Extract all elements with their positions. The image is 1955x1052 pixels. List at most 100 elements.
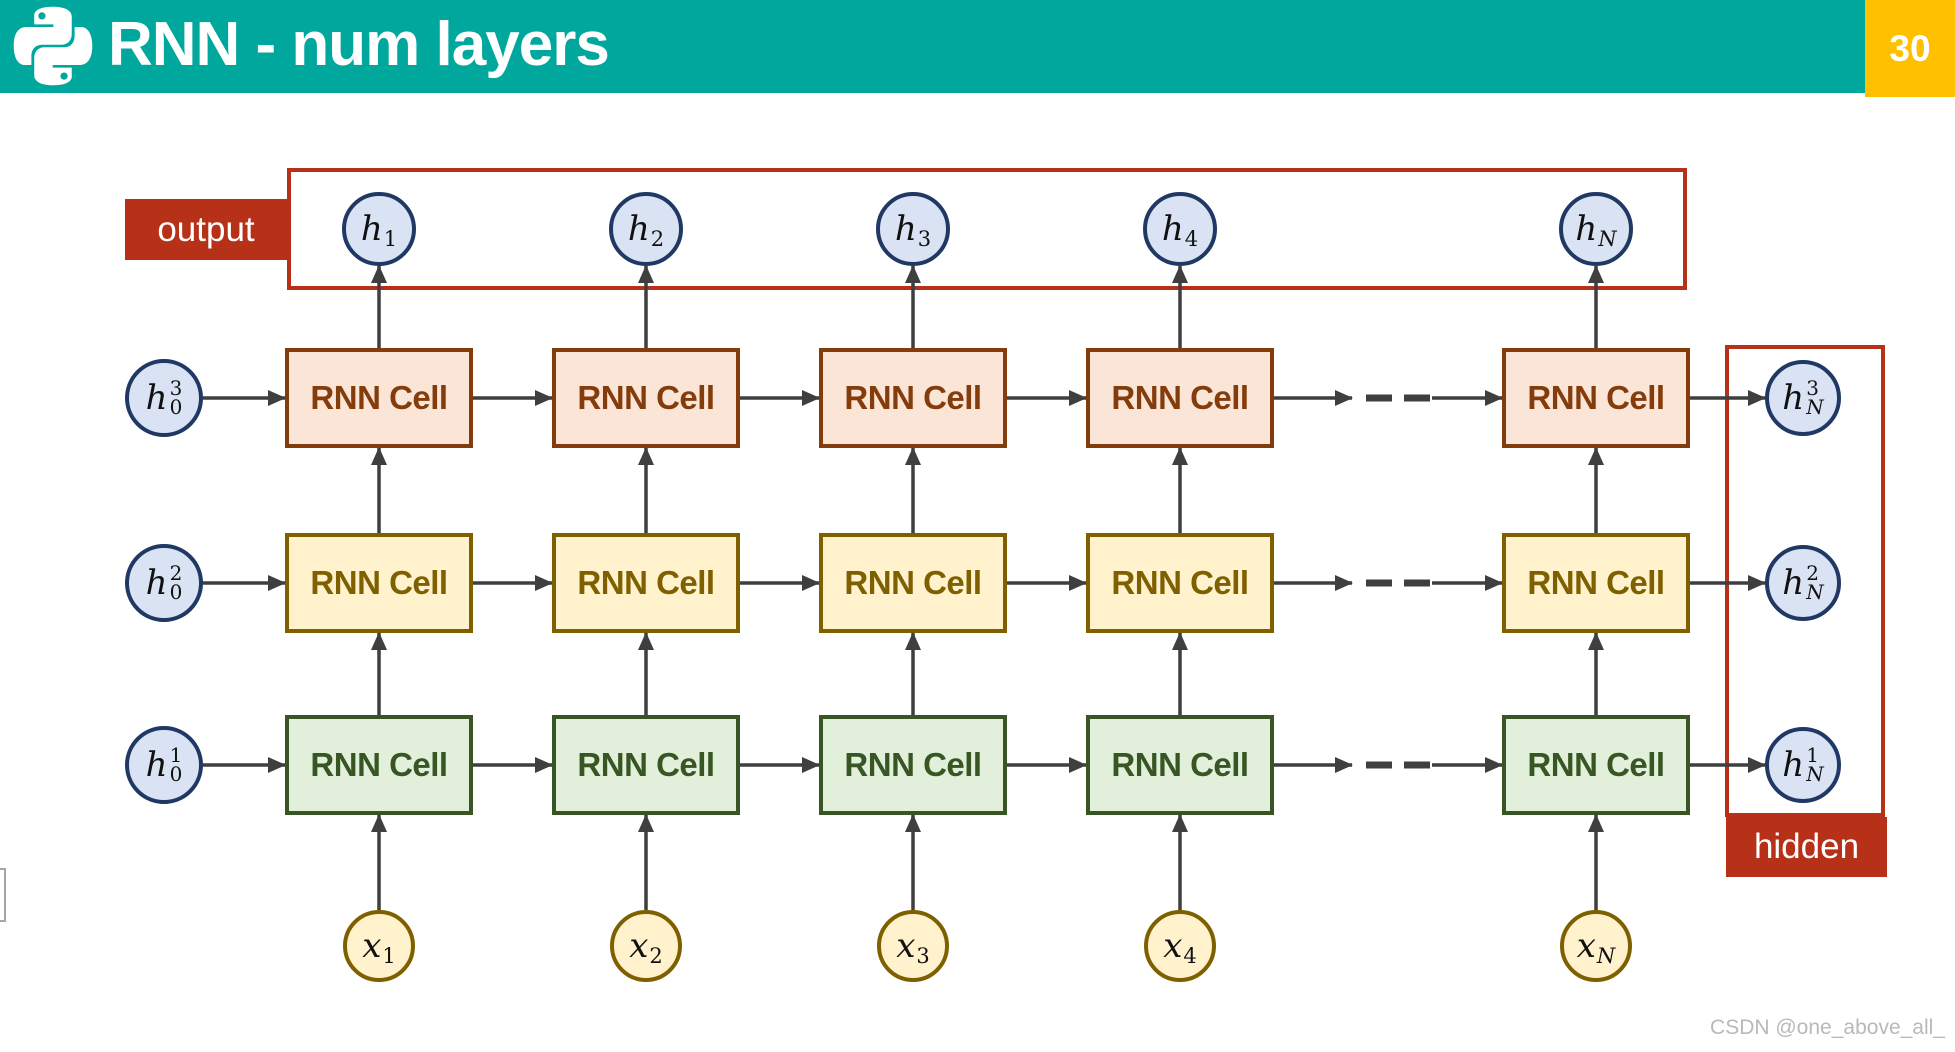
math-base: x [1576, 926, 1596, 966]
page-number-badge: 30 [1865, 0, 1955, 97]
math-sup: 1 [1806, 743, 1819, 767]
math-base: h [145, 378, 168, 418]
math-sub: N [1596, 943, 1616, 968]
rnn-cell-label: RNN Cell [844, 379, 982, 416]
math-sub: 2 [650, 226, 665, 251]
clipped-edge-box [0, 868, 6, 922]
rnn-cell-label: RNN Cell [1527, 564, 1665, 601]
rnn-cell-label: RNN Cell [1111, 564, 1249, 601]
rnn-cell-layer1-t1: RNN Cell [285, 715, 473, 815]
math-sub: 3 [916, 943, 930, 968]
rnn-cell-label: RNN Cell [1527, 746, 1665, 783]
math-sub: 0 [169, 395, 183, 419]
rnn-cell-layer1-t3: RNN Cell [819, 715, 1007, 815]
rnn-cell-layer2-tN: RNN Cell [1502, 533, 1690, 633]
rnn-cell-label: RNN Cell [844, 564, 982, 601]
math-base: x [362, 926, 382, 966]
math-sub: 2 [649, 943, 663, 968]
math-sub: 0 [169, 762, 183, 786]
math-base: h [1782, 378, 1805, 418]
math-sub: 1 [383, 226, 398, 251]
rnn-cell-label: RNN Cell [844, 746, 982, 783]
rnn-cell-layer2-t1: RNN Cell [285, 533, 473, 633]
hidden-badge: hidden [1726, 817, 1887, 877]
page-number: 30 [1889, 27, 1931, 69]
rnn-cell-label: RNN Cell [1111, 746, 1249, 783]
rnn-cell-layer1-tN: RNN Cell [1502, 715, 1690, 815]
output-badge: output [125, 199, 287, 260]
math-base: h [627, 209, 650, 249]
rnn-cell-label: RNN Cell [577, 379, 715, 416]
csdn-watermark: CSDN @one_above_all_ [1710, 1016, 1945, 1039]
rnn-cell-label: RNN Cell [310, 564, 448, 601]
rnn-cell-layer1-t2: RNN Cell [552, 715, 740, 815]
math-base: h [1161, 209, 1184, 249]
rnn-cell-label: RNN Cell [310, 746, 448, 783]
rnn-cell-label: RNN Cell [577, 564, 715, 601]
math-base: h [145, 745, 168, 785]
rnn-cell-layer3-t3: RNN Cell [819, 348, 1007, 448]
rnn-cell-label: RNN Cell [310, 379, 448, 416]
rnn-cell-label: RNN Cell [1111, 379, 1249, 416]
math-sub: N [1598, 226, 1617, 251]
math-base: h [1782, 745, 1805, 785]
math-base: h [894, 209, 917, 249]
math-base: h [145, 563, 168, 603]
math-sub: 1 [382, 943, 396, 968]
math-sup: 3 [1806, 376, 1819, 400]
rnn-cell-layer2-t4: RNN Cell [1086, 533, 1274, 633]
slide-title: RNN - num layers [108, 10, 610, 79]
math-sup: 3 [169, 376, 183, 400]
header-bar: RNN - num layers [0, 0, 1955, 93]
output-frame [287, 168, 1687, 290]
math-base: x [896, 926, 916, 966]
math-sub: 4 [1183, 943, 1197, 968]
math-base: x [1163, 926, 1183, 966]
math-base: h [360, 209, 383, 249]
math-sub: 0 [169, 580, 183, 604]
math-sup: 2 [1806, 561, 1819, 585]
math-sub: N [1806, 395, 1824, 419]
rnn-cell-layer3-tN: RNN Cell [1502, 348, 1690, 448]
math-sup: 1 [169, 743, 183, 767]
rnn-cell-label: RNN Cell [577, 746, 715, 783]
rnn-cell-layer3-t2: RNN Cell [552, 348, 740, 448]
math-base: x [629, 926, 649, 966]
rnn-cell-layer3-t4: RNN Cell [1086, 348, 1274, 448]
python-logo-icon [13, 6, 93, 86]
math-sub: N [1806, 580, 1824, 604]
math-sub: 4 [1184, 226, 1199, 251]
rnn-cell-layer2-t3: RNN Cell [819, 533, 1007, 633]
math-sup: 2 [169, 561, 183, 585]
math-sub: N [1806, 762, 1824, 786]
math-base: h [1575, 209, 1598, 249]
math-sub: 3 [917, 226, 932, 251]
math-base: h [1782, 563, 1805, 603]
hidden-frame [1725, 345, 1885, 817]
rnn-cell-layer3-t1: RNN Cell [285, 348, 473, 448]
rnn-cell-label: RNN Cell [1527, 379, 1665, 416]
